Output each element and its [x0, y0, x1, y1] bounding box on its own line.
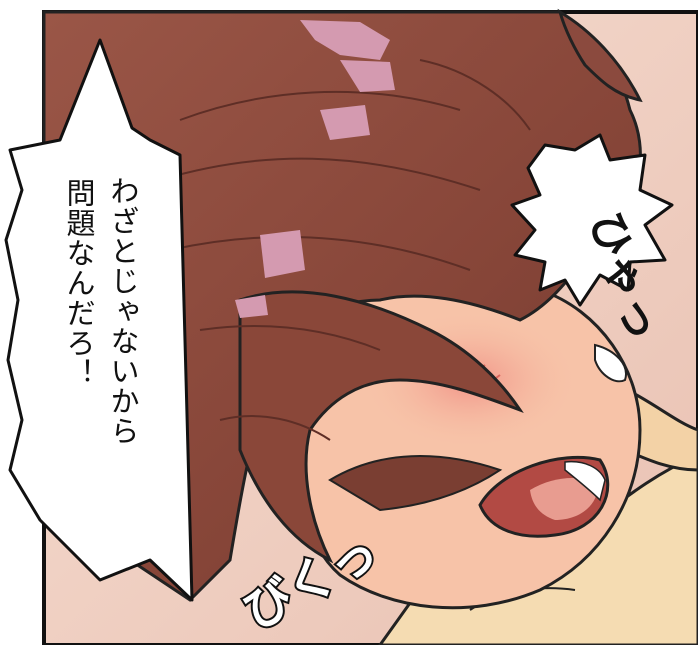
hair-strands	[159, 59, 531, 441]
speech-bubble	[4, 38, 194, 602]
hair-bangs-strand	[328, 455, 503, 512]
teeth	[564, 460, 606, 502]
speech-line-1: わざとじゃないから	[106, 176, 140, 446]
hair-highlights	[235, 20, 395, 318]
tongue	[530, 478, 598, 520]
sfx-burst	[510, 133, 674, 307]
hair-tuft	[557, 8, 643, 103]
speech-line-2: 問題なんだろ！	[62, 178, 96, 388]
sweat-drop	[594, 343, 627, 383]
hair-bangs	[238, 290, 524, 564]
